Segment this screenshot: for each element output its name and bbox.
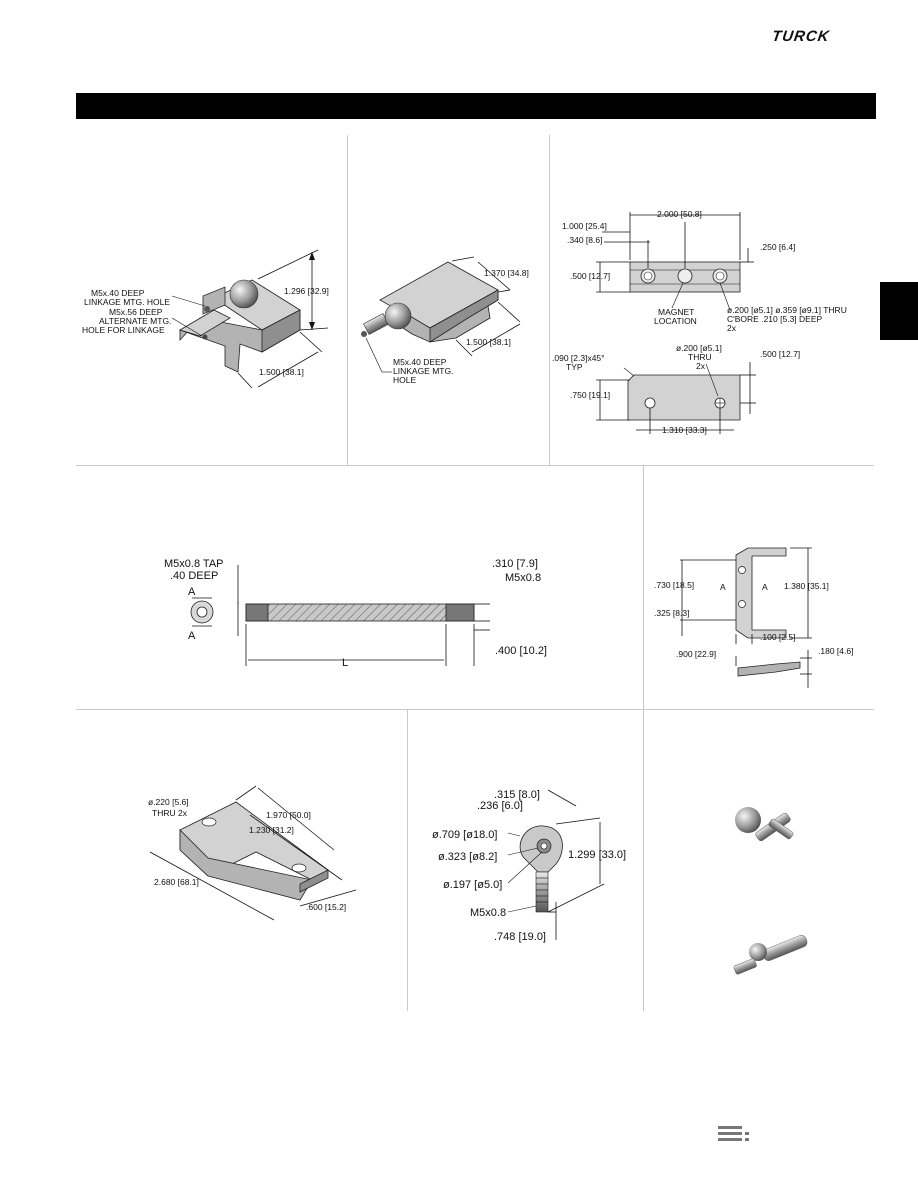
- panel8-ball-stud-photo-1: [735, 807, 794, 842]
- ball-stud-icon: [229, 279, 259, 309]
- p2-dim-height: 1.370 [34.8]: [484, 268, 529, 278]
- p3-dim-left1: 1.000 [25.4]: [562, 221, 607, 231]
- p3-thru-l2: THRU: [688, 352, 712, 362]
- p3-chamfer-l2: TYP: [566, 362, 583, 372]
- p5-dim-length: .900 [22.9]: [676, 649, 716, 659]
- divider: [76, 465, 874, 466]
- divider: [347, 135, 348, 465]
- panel4-linkage-rod: [190, 565, 490, 666]
- p7-dim1: .315 [8.0]: [494, 789, 540, 801]
- p4-dim-right1: .310 [7.9]: [492, 558, 538, 570]
- p3-dim-height: .500 [12.7]: [570, 271, 610, 281]
- p3-magnet-l1: MAGNET: [658, 307, 694, 317]
- p4-dim-right2: .400 [10.2]: [495, 645, 547, 657]
- p3-thru-l3: 2x: [696, 361, 706, 371]
- p5-dim-thick: .180 [4.6]: [818, 646, 853, 656]
- p2-callout-l3: HOLE: [393, 375, 416, 385]
- p6-dim3: 2.680 [68.1]: [154, 877, 199, 887]
- divider: [76, 709, 874, 710]
- p3-hole-l2: C'BORE .210 [5.3] DEEP: [727, 314, 822, 324]
- p1-callout1-l2: LINKAGE MTG. HOLE: [84, 297, 170, 307]
- divider: [407, 710, 408, 1011]
- p5-dim-left2: .325 [8.3]: [654, 608, 689, 618]
- p4-thread: M5x0.8: [505, 572, 541, 584]
- p4-section-a-bottom: A: [188, 630, 196, 642]
- p4-tap-l1: M5x0.8 TAP: [164, 558, 224, 570]
- p5-section-a-right: A: [762, 582, 768, 592]
- p6-hole-l1: ø.220 [5.6]: [148, 797, 189, 807]
- p6-dim2: 1.230 [31.2]: [249, 825, 294, 835]
- p7-dim8: .748 [19.0]: [494, 931, 546, 943]
- p5-section-a-left: A: [720, 582, 726, 592]
- p7-dim5: 1.299 [33.0]: [568, 849, 626, 861]
- p4-tap-l2: .40 DEEP: [170, 570, 218, 582]
- p2-callout-l1: M5x.40 DEEP: [393, 357, 447, 367]
- panel1-slide-with-ball: [171, 249, 329, 389]
- p2-dim-length: 1.500 [38.1]: [466, 337, 511, 347]
- catalog-index-icon: [718, 1126, 749, 1141]
- p1-callout2-l3: HOLE FOR LINKAGE: [82, 325, 165, 335]
- p3-dim-left2: .340 [8.6]: [567, 235, 602, 245]
- p3-dim-bottom: 1.310 [33.3]: [662, 425, 707, 435]
- panel6-strap-bracket: [149, 785, 357, 921]
- p3-magnet-l2: LOCATION: [654, 316, 697, 326]
- p7-dim2: .236 [6.0]: [477, 800, 523, 812]
- p5-dim-left1: .730 [18.5]: [654, 580, 694, 590]
- p3-dim-right: .250 [6.4]: [760, 242, 795, 252]
- p2-callout-l2: LINKAGE MTG.: [393, 366, 453, 376]
- p5-dim-small: .100 [2.5]: [760, 632, 795, 642]
- p7-dim4: ø.323 [ø8.2]: [438, 851, 497, 863]
- section-header-bar: [76, 93, 876, 119]
- p1-callout2-l1: M5x.56 DEEP: [109, 307, 163, 317]
- ball-stud-icon: [384, 302, 412, 330]
- p3-hole-l1: ø.200 [ø5.1] ø.359 [ø9.1] THRU: [727, 305, 847, 315]
- p7-dim7: M5x0.8: [470, 907, 506, 919]
- p7-dim6: ø.197 [ø5.0]: [443, 879, 502, 891]
- p6-hole-l2: THRU 2x: [152, 808, 188, 818]
- p1-callout2-l2: ALTERNATE MTG.: [99, 316, 171, 326]
- p7-dim3: ø.709 [ø18.0]: [432, 829, 497, 841]
- panel3-mounting-plate: [596, 212, 756, 434]
- p6-dim1: 1.970 [50.0]: [266, 810, 311, 820]
- p1-callout1-l1: M5x.40 DEEP: [91, 288, 145, 298]
- p3-dim-left3: .750 [19.1]: [570, 390, 610, 400]
- panel5-bracket: [680, 547, 812, 688]
- p3-dim-right2: .500 [12.7]: [760, 349, 800, 359]
- panel2-slide-with-ball: [361, 256, 521, 373]
- p3-chamfer-l1: .090 [2.3]x45°: [552, 353, 605, 363]
- p3-dim-width: 2.000 [50.8]: [657, 209, 702, 219]
- divider: [643, 466, 644, 1011]
- p1-dim-height: 1.296 [32.9]: [284, 286, 329, 296]
- p4-dim-l: L: [342, 657, 348, 669]
- panel7-rod-end: [507, 789, 605, 940]
- divider: [549, 135, 550, 465]
- p5-dim-height: 1.380 [35.1]: [784, 581, 829, 591]
- p4-section-a-top: A: [188, 586, 196, 598]
- p1-dim-length: 1.500 [38.1]: [259, 367, 304, 377]
- chapter-tab: [880, 282, 918, 340]
- panel8-ball-stud-photo-2: [733, 935, 808, 975]
- p6-dim4: .600 [15.2]: [306, 902, 346, 912]
- p3-hole-l3: 2x: [727, 323, 737, 333]
- p3-thru-l1: ø.200 [ø5.1]: [676, 343, 722, 353]
